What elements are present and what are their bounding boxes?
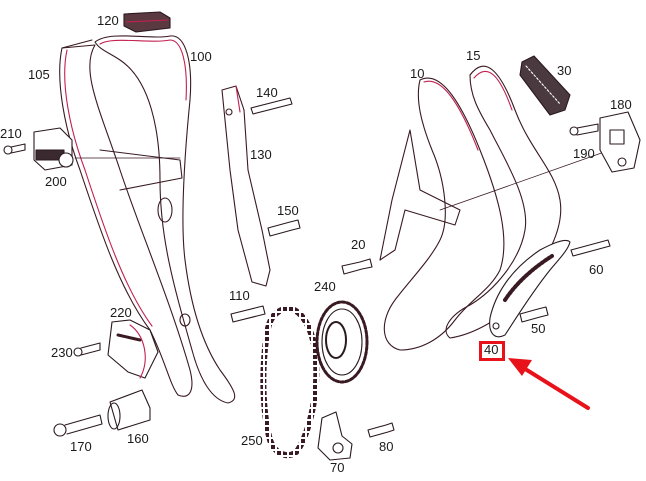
callout-190: 190 — [573, 146, 595, 161]
callout-110: 110 — [229, 288, 250, 303]
highlight-box — [479, 341, 505, 361]
part-20-pin-icon — [341, 258, 373, 275]
callout-180: 180 — [610, 97, 632, 112]
callout-160: 160 — [127, 431, 149, 446]
part-100-guide-rail-icon — [94, 35, 236, 404]
part-30-guide-cap-icon — [519, 55, 571, 116]
callout-30: 30 — [557, 63, 572, 78]
callout-240: 240 — [314, 279, 336, 294]
callout-230: 230 — [51, 345, 73, 360]
part-130-tensioner-rail-icon — [221, 85, 271, 287]
callout-40: 40 — [484, 342, 499, 357]
callout-100: 100 — [190, 49, 212, 64]
part-160-bushing-icon — [107, 389, 151, 431]
callout-10: 10 — [410, 66, 425, 81]
part-170-bolt-icon — [53, 414, 103, 437]
callout-250: 250 — [241, 433, 263, 448]
part-230-bolt-icon — [73, 342, 101, 357]
part-250-chain-icon — [260, 305, 320, 459]
part-180-tensioner-icon — [599, 111, 641, 173]
part-60-pin-icon — [570, 239, 611, 257]
callout-70: 70 — [330, 460, 345, 475]
callout-20: 20 — [351, 237, 366, 252]
part-110-pin-icon — [230, 305, 266, 323]
highlight-arrow-icon — [508, 358, 590, 410]
part-40-tensioner-rail-icon — [489, 239, 571, 338]
part-10-guide-rail-icon — [379, 77, 611, 351]
part-200-tensioner-icon — [33, 127, 74, 171]
callout-210: 210 — [0, 126, 22, 141]
part-120-guide-cap-icon — [123, 11, 171, 33]
callout-140: 140 — [256, 85, 278, 100]
part-240-sprocket-icon — [315, 300, 369, 384]
callout-15: 15 — [466, 48, 481, 63]
part-150-pin-icon — [267, 219, 301, 237]
callout-105: 105 — [28, 67, 50, 82]
callout-220: 220 — [110, 305, 132, 320]
part-105-guide-rail-icon — [59, 39, 193, 397]
part-15-guide-rail-icon — [445, 65, 562, 339]
part-140-pin-icon — [250, 97, 293, 115]
callout-170: 170 — [70, 439, 92, 454]
callout-130: 130 — [250, 147, 272, 162]
part-190-bolt-icon — [569, 123, 599, 136]
callout-150: 150 — [277, 203, 299, 218]
callout-60: 60 — [589, 262, 604, 277]
part-210-bolt-icon — [3, 143, 26, 155]
part-220-tensioner-icon — [107, 319, 159, 379]
callout-80: 80 — [379, 439, 394, 454]
part-80-pin-icon — [367, 422, 395, 438]
callout-120: 120 — [97, 13, 119, 28]
callout-50: 50 — [531, 321, 546, 336]
part-50-pin-icon — [519, 306, 549, 323]
part-70-tensioner-icon — [317, 411, 353, 461]
callout-200: 200 — [45, 174, 67, 189]
